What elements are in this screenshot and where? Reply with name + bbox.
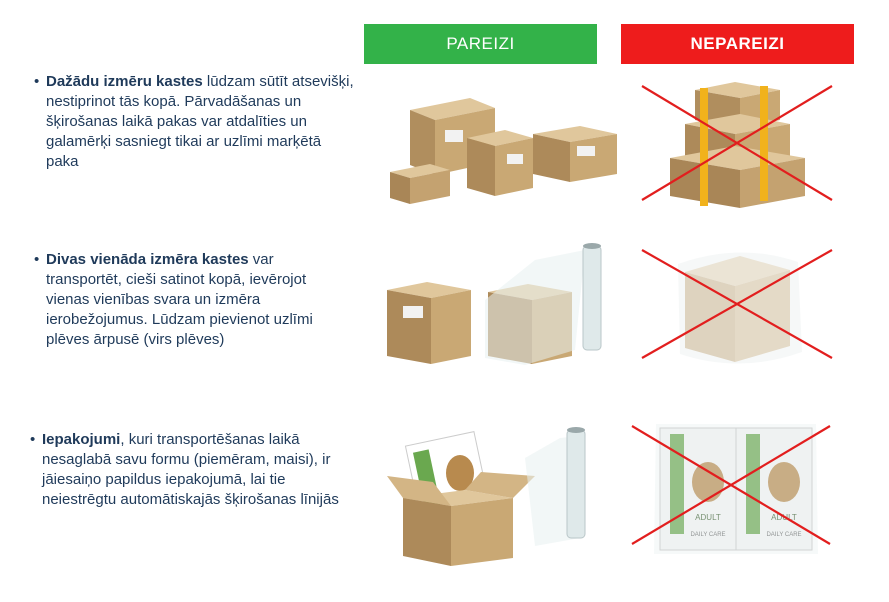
- wrapped-boxes-image: [387, 243, 602, 365]
- bullet-icon: •: [30, 431, 36, 448]
- bag-label-left: ADULT: [695, 513, 721, 522]
- taped-boxes-image: [641, 82, 833, 208]
- row-1-bold: Dažādu izmēru kastes: [46, 73, 203, 90]
- row-1-rest: lūdzam sūtīt atsevišķi, nestiprinot tās …: [46, 73, 354, 170]
- bag-sub-right: DAILY CARE: [766, 532, 801, 538]
- incorrect-header: NEPAREIZI: [621, 24, 854, 64]
- film-wrapped-box-image: [641, 249, 833, 364]
- row-2-bold: Divas vienāda izmēra kastes: [46, 251, 249, 268]
- row-3-text: • Iepakojumi, kuri transportēšanas laikā…: [30, 430, 352, 510]
- row-2-rest: var transportēt, cieši satinot kopā, iev…: [46, 251, 313, 348]
- separate-boxes-image: [390, 98, 617, 204]
- row-3-bold: Iepakojumi: [42, 431, 121, 448]
- bullet-icon: •: [34, 73, 40, 90]
- row-2-text: • Divas vienāda izmēra kastes var transp…: [34, 250, 346, 350]
- bag-in-box-image: [387, 427, 586, 566]
- bullet-icon: •: [34, 251, 40, 268]
- row-1-text: • Dažādu izmēru kastes lūdzam sūtīt atse…: [34, 72, 356, 172]
- correct-header: PAREIZI: [364, 24, 597, 64]
- bag-sub-left: DAILY CARE: [690, 532, 725, 538]
- bags-bundle-image: ADULT ADULT DAILY CARE DAILY CARE: [631, 424, 831, 554]
- row-3-rest: , kuri transportēšanas laikā nesaglabā s…: [42, 431, 339, 508]
